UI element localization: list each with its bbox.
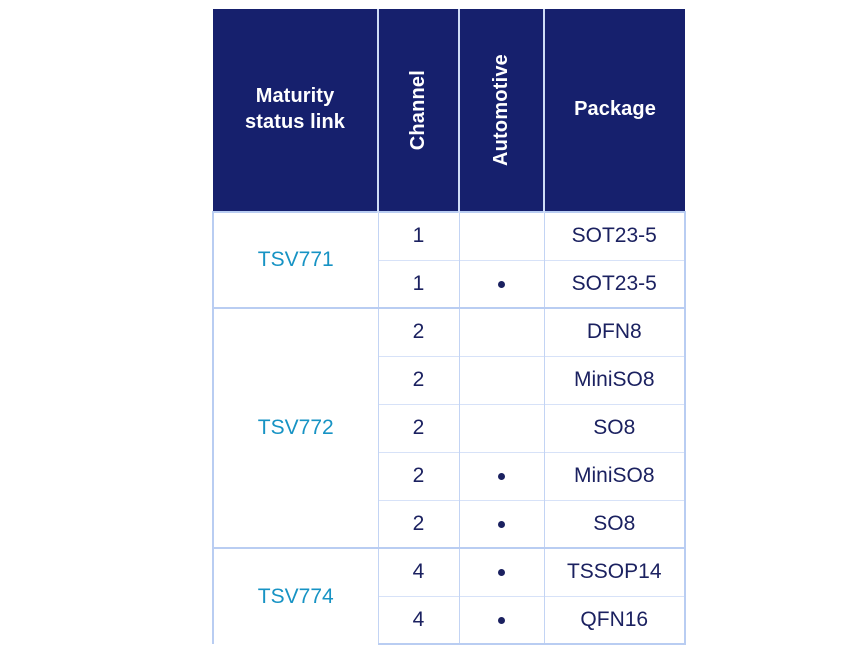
table-row: TSV772 2 DFN8 [212, 307, 686, 548]
channel-cell: 2 [377, 355, 460, 404]
automotive-cell [458, 259, 545, 308]
header-row: Maturity status link Channel Automotive … [213, 9, 685, 212]
table-row: 1 SOT23-5 [213, 259, 686, 308]
product-selection-table-container: Maturity status link Channel Automotive … [212, 9, 686, 645]
channel-cell: 1 [377, 211, 460, 260]
column-header-automotive: Automotive [458, 9, 544, 212]
column-header-maturity-status-link: Maturity status link [213, 9, 378, 212]
channel-label-rotator: Channel [379, 9, 458, 211]
table-row: 2 MiniSO8 [213, 451, 686, 500]
automotive-cell [458, 355, 545, 404]
package-cell: SO8 [543, 403, 686, 452]
maturity-status-link[interactable]: TSV774 [257, 584, 334, 608]
column-header-package-label: Package [574, 98, 656, 121]
column-header-channel-label: Channel [407, 69, 429, 151]
automotive-bullet-icon [498, 569, 505, 577]
package-cell: SOT23-5 [543, 259, 686, 308]
channel-cell: 2 [377, 307, 460, 356]
channel-cell: 4 [377, 595, 460, 645]
automotive-cell [458, 595, 545, 645]
column-header-package: Package [543, 9, 685, 212]
maturity-status-link[interactable]: TSV771 [257, 248, 334, 271]
column-header-automotive-label: Automotive [490, 54, 512, 166]
channel-cell: 4 [377, 547, 460, 596]
automotive-cell [458, 307, 545, 356]
automotive-label-rotator: Automotive [460, 9, 543, 211]
package-cell: TSSOP14 [543, 547, 686, 596]
automotive-cell [458, 403, 545, 452]
maturity-status-cell: TSV772 [212, 307, 379, 548]
maturity-status-cell: TSV771 [212, 211, 379, 308]
channel-cell: 2 [377, 499, 460, 548]
automotive-cell [458, 499, 545, 548]
table-row: TSV774 4 TSSOP14 [212, 547, 686, 644]
automotive-cell [458, 451, 545, 500]
table-header: Maturity status link Channel Automotive … [213, 9, 685, 212]
channel-cell: 2 [377, 451, 460, 500]
product-selection-table: Maturity status link Channel Automotive … [212, 9, 686, 645]
table-row: 2 MiniSO8 [213, 355, 686, 404]
table-row: 2 SO8 [213, 499, 686, 548]
automotive-bullet-icon [498, 472, 505, 480]
channel-cell: 2 [377, 403, 460, 452]
automotive-bullet-icon [498, 616, 505, 624]
package-cell: MiniSO8 [543, 355, 686, 404]
package-cell: MiniSO8 [543, 451, 686, 500]
table-row: 4 QFN16 [213, 595, 686, 645]
package-cell: SO8 [543, 499, 686, 548]
column-header-maturity-label: Maturity status link [244, 85, 346, 133]
maturity-status-cell: TSV774 [212, 547, 379, 644]
automotive-cell [458, 211, 545, 260]
channel-cell: 1 [377, 259, 460, 308]
package-cell: QFN16 [543, 595, 686, 645]
package-cell: DFN8 [543, 307, 686, 356]
automotive-bullet-icon [498, 280, 505, 288]
package-cell: SOT23-5 [543, 211, 686, 260]
automotive-cell [458, 547, 545, 596]
column-header-channel: Channel [377, 9, 459, 212]
table-row: 2 SO8 [213, 403, 686, 452]
maturity-status-link[interactable]: TSV772 [257, 416, 334, 439]
automotive-bullet-icon [498, 520, 505, 528]
